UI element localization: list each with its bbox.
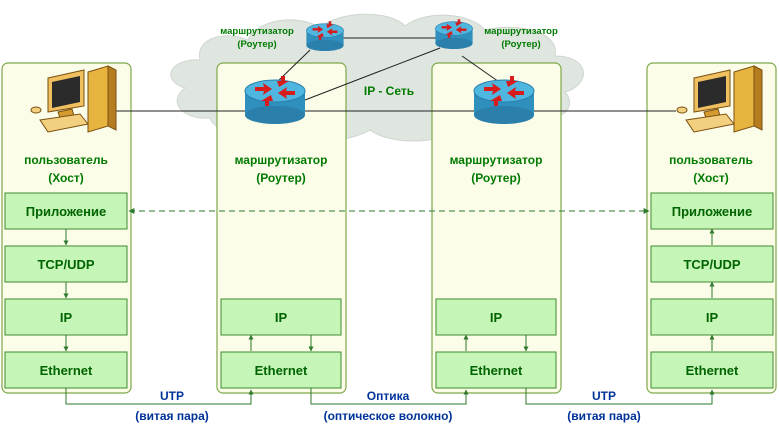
link-label-utp-left: UTP (160, 389, 184, 403)
column-subtitle-router-right: (Роутер) (471, 171, 521, 185)
layer-label-transport: TCP/UDP (37, 257, 94, 272)
router-icon-right (473, 75, 535, 125)
layer-box (220, 351, 342, 389)
column-subtitle-host-right: (Хост) (693, 171, 729, 185)
layer-box (4, 245, 128, 283)
layer-box (435, 351, 557, 389)
layer-label-application: Приложение (26, 204, 106, 219)
layer-box (650, 298, 774, 336)
layer-label-ip: IP (275, 310, 288, 325)
column-title-router-right: маршрутизатор (450, 153, 543, 167)
host-right-stack: Приложение TCP/UDP IP Ethernet (650, 192, 774, 389)
host-left-stack: Приложение TCP/UDP IP Ethernet (4, 192, 128, 389)
layer-label-ethernet: Ethernet (40, 363, 93, 378)
link-detail-utp-right: (витая пара) (567, 409, 641, 423)
layer-label-ip: IP (706, 310, 719, 325)
router-left-stack: IP Ethernet (220, 298, 342, 389)
layer-label-ethernet: Ethernet (255, 363, 308, 378)
layer-box (650, 192, 774, 230)
layer-box (220, 298, 342, 336)
column-title-host-right: пользователь (669, 153, 753, 167)
ip-network-label: IP - Сеть (364, 84, 414, 98)
layer-box (4, 351, 128, 389)
layer-box (4, 192, 128, 230)
column-title-router-left: маршрутизатор (235, 153, 328, 167)
column-title-host-left: пользователь (24, 153, 108, 167)
link-label-optics: Оптика (367, 389, 410, 403)
layer-box (650, 351, 774, 389)
router-right-stack: IP Ethernet (435, 298, 557, 389)
layer-label-ip: IP (490, 310, 503, 325)
router-icon-cloud-right (435, 18, 473, 50)
layer-label-ethernet: Ethernet (470, 363, 523, 378)
column-subtitle-router-left: (Роутер) (256, 171, 306, 185)
layer-label-application: Приложение (672, 204, 752, 219)
layer-label-transport: TCP/UDP (683, 257, 740, 272)
router-icon-cloud-left (306, 20, 344, 52)
layer-box (435, 298, 557, 336)
cloud-router-left-role: (Роутер) (237, 39, 276, 50)
column-subtitle-host-left: (Хост) (48, 171, 84, 185)
stack-arrows (63, 228, 715, 352)
link-detail-optics: (оптическое волокно) (324, 409, 453, 423)
physical-links (65, 388, 715, 405)
cloud-router-left-name: маршрутизатор (220, 26, 294, 37)
cloud-links (104, 37, 676, 112)
cloud-router-right-role: (Роутер) (501, 39, 540, 50)
link-detail-utp-left: (витая пара) (135, 409, 209, 423)
router-icon-left (244, 75, 306, 125)
link-label-utp-right: UTP (592, 389, 616, 403)
cloud-router-right-name: маршрутизатор (484, 26, 558, 37)
layer-box (650, 245, 774, 283)
layer-label-ip: IP (60, 310, 73, 325)
layer-label-ethernet: Ethernet (686, 363, 739, 378)
